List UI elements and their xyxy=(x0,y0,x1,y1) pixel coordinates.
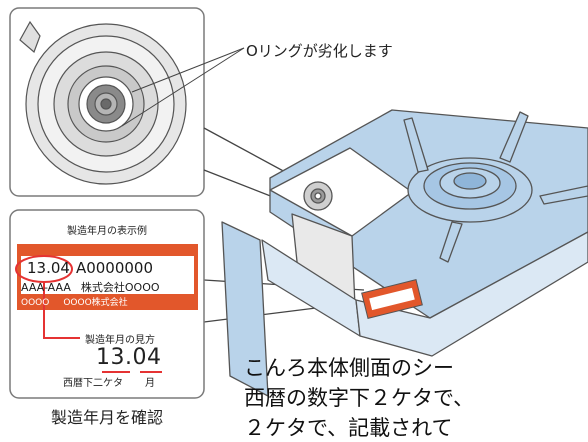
date-code-text: 13.04 xyxy=(27,259,70,277)
line3-code-text: OOOO xyxy=(21,298,50,308)
oring-closeup-drawing xyxy=(19,20,187,185)
line2-code-text: AAA-AAA xyxy=(21,281,71,294)
oring-leader-line-2 xyxy=(121,47,245,127)
date-plate-white-band xyxy=(21,256,194,294)
description-line-1: こんろ本体側面のシー xyxy=(244,356,454,380)
date-plate-line-2: AAA-AAA 株式会社OOOO xyxy=(21,279,196,295)
date-sample-title: 製造年月の表示例 xyxy=(67,226,147,237)
stove-date-label-inner xyxy=(369,287,415,311)
date-plate-line-3: OOOO OOOO株式会社 xyxy=(21,295,196,308)
oring-callout-label: Oリングが劣化します xyxy=(246,42,393,60)
description-line-3: ２ケタで、記載されて xyxy=(244,416,453,440)
line3-company-text: OOOO株式会社 xyxy=(63,298,128,308)
oring-leader-line-1 xyxy=(131,47,245,93)
lot-code-text: A0000000 xyxy=(75,259,154,277)
date-plate-line-1: 13.04 A0000000 xyxy=(27,259,153,277)
line2-company-text: 株式会社OOOO xyxy=(80,281,160,294)
howto-label: 製造年月の見方 xyxy=(85,335,155,346)
description-line-2: 西暦の数字下２ケタで、 xyxy=(244,386,475,410)
big-date-text: 13.04 xyxy=(96,345,162,370)
confirm-caption: 製造年月を確認 xyxy=(50,408,163,427)
date-pointer-line xyxy=(43,282,80,339)
year-label: 西暦下二ケタ xyxy=(63,378,123,389)
portable-stove-drawing xyxy=(221,109,588,397)
month-label: 月 xyxy=(145,378,155,389)
